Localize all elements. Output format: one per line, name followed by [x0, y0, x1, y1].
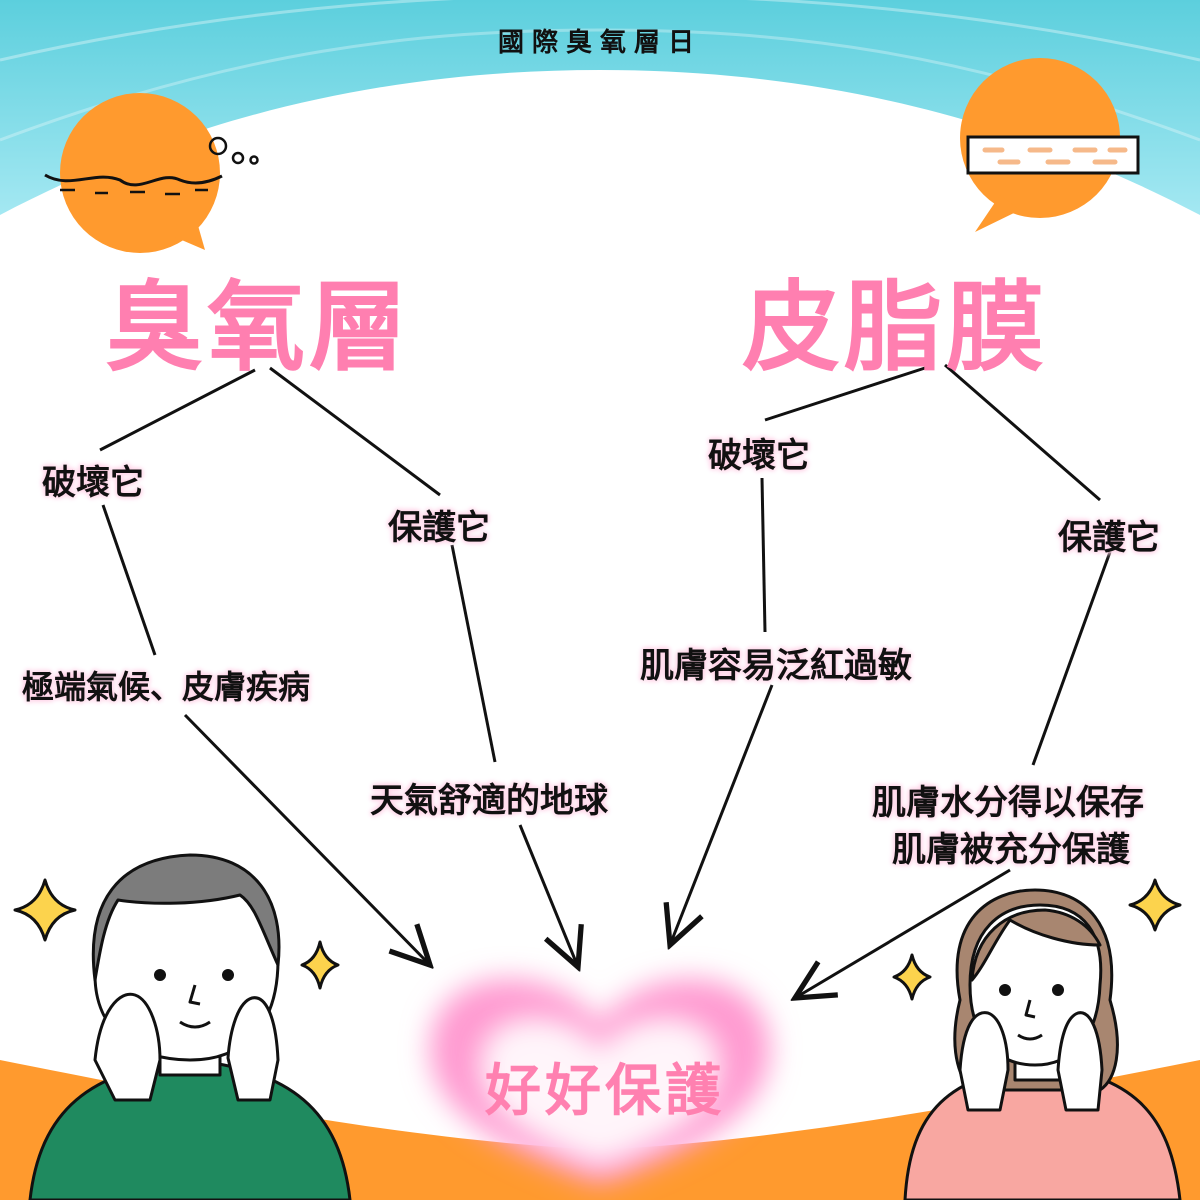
sebum-destroy-result: 肌膚容易泛紅過敏: [640, 646, 912, 686]
skin-layer-bubble-icon: [960, 58, 1140, 232]
sebum-protect-label: 保護它: [1058, 518, 1160, 558]
sky-background: [0, 0, 1200, 215]
sebum-protect-result-line2: 肌膚被充分保護: [892, 830, 1130, 870]
center-message: 好好保護: [485, 1059, 725, 1124]
ozone-bubble-icon: [44, 93, 259, 253]
ozone-protect-label: 保護它: [388, 508, 490, 548]
diagram-connectors: [99, 363, 1112, 998]
ozone-destroy-label: 破壞它: [42, 463, 144, 503]
ozone-heading: 臭氧層: [105, 271, 412, 385]
woman-illustration: [903, 888, 1182, 1200]
sparkle-icon: [13, 878, 1182, 1001]
ozone-destroy-result: 極端氣候、皮膚疾病: [22, 668, 311, 706]
ozone-protect-result: 天氣舒適的地球: [370, 781, 608, 821]
man-illustration: [28, 853, 352, 1200]
sebum-heading: 皮脂膜: [742, 271, 1049, 385]
sebum-destroy-label: 破壞它: [708, 436, 810, 476]
heart-glow: [430, 978, 770, 1185]
page-title: 國際臭氧層日: [497, 28, 702, 58]
sebum-protect-result-line1: 肌膚水分得以保存: [872, 783, 1144, 823]
